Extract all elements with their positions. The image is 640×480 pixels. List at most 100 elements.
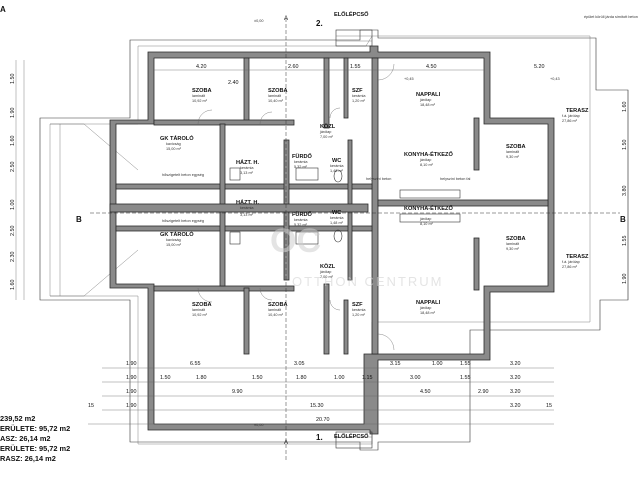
svg-text:kavicság: kavicság: [166, 238, 181, 242]
svg-text:FÜRDŐ: FÜRDŐ: [292, 153, 313, 160]
room-kozl-s: KÖZL járólap 7,00 m²: [319, 263, 336, 279]
svg-text:1.90: 1.90: [126, 361, 137, 367]
svg-text:laminált: laminált: [506, 242, 520, 246]
svg-text:1.00: 1.00: [10, 200, 16, 211]
svg-text:1.80: 1.80: [196, 375, 207, 381]
svg-text:18,48 m²: 18,48 m²: [420, 103, 436, 107]
svg-text:6.55: 6.55: [190, 361, 201, 367]
svg-text:2.50: 2.50: [10, 226, 16, 237]
svg-text:3.20: 3.20: [510, 361, 521, 367]
unit-number-top: 2.: [316, 19, 323, 28]
svg-text:WC: WC: [332, 158, 341, 164]
summary-line-1: 239,52 m2: [0, 414, 36, 423]
svg-text:járólap: járólap: [319, 270, 331, 274]
svg-text:3.80: 3.80: [622, 186, 628, 197]
svg-text:SZOBA: SZOBA: [192, 302, 212, 308]
svg-text:15,00 m²: 15,00 m²: [166, 147, 182, 151]
svg-text:15.30: 15.30: [310, 403, 324, 409]
section-b-right: B: [620, 215, 626, 224]
summary-line-4: ERÜLETE: 95,72 m2: [0, 444, 71, 453]
svg-text:10,40 m²: 10,40 m²: [268, 99, 284, 103]
svg-text:WC: WC: [332, 210, 341, 216]
svg-text:5,32 m²: 5,32 m²: [294, 165, 308, 169]
svg-text:1.90: 1.90: [126, 403, 137, 409]
room-konyha-s: KONYHA-ÉTKEZŐ járólap 8,10 m²: [404, 204, 453, 226]
svg-text:TERASZ: TERASZ: [566, 254, 589, 260]
svg-text:9,30 m²: 9,30 m²: [506, 247, 520, 251]
svg-text:3.00: 3.00: [410, 375, 421, 381]
level-plus-043: +0,43: [550, 77, 560, 81]
svg-text:1,48 m²: 1,48 m²: [330, 169, 344, 173]
section-a-top: A: [284, 16, 288, 22]
svg-text:SZOBA: SZOBA: [192, 88, 212, 94]
room-furdo-n: FÜRDŐ kerámia 5,32 m²: [292, 153, 313, 169]
svg-text:kerámia: kerámia: [330, 216, 344, 220]
svg-text:27,86 m²: 27,86 m²: [562, 119, 578, 123]
svg-text:járólap: járólap: [419, 158, 431, 162]
svg-text:1.90: 1.90: [126, 375, 137, 381]
room-szf-n: SZF kerámia 1,20 m²: [352, 88, 366, 103]
svg-text:20.70: 20.70: [316, 417, 330, 423]
svg-text:kerámia: kerámia: [352, 94, 366, 98]
summary-line-5: RASZ: 26,14 m2: [0, 454, 56, 463]
svg-text:3,13 m²: 3,13 m²: [240, 213, 254, 217]
svg-text:SZOBA: SZOBA: [506, 144, 526, 150]
svg-text:laminált: laminált: [192, 94, 206, 98]
svg-text:3.20: 3.20: [510, 403, 521, 409]
svg-text:GK TÁROLÓ: GK TÁROLÓ: [160, 134, 194, 142]
sidewalk-note: épület körüli járda simított beton: [584, 15, 638, 19]
sidewalk-outline: [39, 29, 629, 451]
svg-text:járólap: járólap: [419, 98, 431, 102]
svg-text:1.50: 1.50: [160, 375, 171, 381]
room-szoba-sw: SZOBA laminált 10,92 m²: [192, 302, 212, 317]
svg-text:1.00: 1.00: [432, 361, 443, 367]
svg-text:NAPPALI: NAPPALI: [416, 92, 441, 98]
summary-line-3: ASZ: 26,14 m2: [0, 434, 51, 443]
svg-text:1.00: 1.00: [334, 375, 345, 381]
svg-text:kerámia: kerámia: [294, 218, 308, 222]
svg-text:kavicság: kavicság: [166, 142, 181, 146]
svg-text:SZF: SZF: [352, 88, 363, 94]
svg-text:8,10 m²: 8,10 m²: [420, 222, 434, 226]
svg-text:3.20: 3.20: [510, 375, 521, 381]
room-furdo-s: FÜRDŐ kerámia 5,32 m²: [292, 211, 313, 227]
dims-top: 4.20 2.40 2.60 1.55 4.50 5.20: [154, 64, 545, 86]
svg-text:2.90: 2.90: [478, 389, 489, 395]
room-terasz-n: TERASZ f.á. járólap 27,86 m²: [562, 108, 589, 123]
svg-text:5.20: 5.20: [534, 64, 545, 70]
svg-text:SZF: SZF: [352, 302, 363, 308]
svg-text:1,20 m²: 1,20 m²: [352, 99, 366, 103]
svg-text:HÁZT. H.: HÁZT. H.: [236, 199, 259, 206]
corner-letter: A: [0, 5, 6, 14]
section-b-left: B: [76, 215, 82, 224]
svg-text:HÁZT. H.: HÁZT. H.: [236, 159, 259, 166]
room-szf-s: SZF kerámia 1,20 m²: [352, 302, 366, 317]
dims-left: 1.50 1.90 1.60 2.50 1.00 2.50 2.30 1.60: [10, 60, 25, 300]
svg-text:1.55: 1.55: [350, 64, 361, 70]
room-szoba-n2: SZOBA laminált 10,40 m²: [268, 88, 288, 103]
bath-fixtures: [229, 167, 461, 245]
room-kozl-n: KÖZL járólap 7,00 m²: [319, 123, 336, 139]
room-hazt-n: HÁZT. H. kerámia 3,13 m²: [236, 159, 259, 175]
svg-text:3,13 m²: 3,13 m²: [240, 171, 254, 175]
svg-text:1.60: 1.60: [10, 136, 16, 147]
level-plus-045: +0,45: [404, 77, 414, 81]
svg-text:5,32 m²: 5,32 m²: [294, 223, 308, 227]
svg-text:1,48 m²: 1,48 m²: [330, 221, 344, 225]
svg-text:8,10 m²: 8,10 m²: [420, 163, 434, 167]
center-note-1: helyszíni beton: [366, 177, 391, 181]
svg-text:1.80: 1.80: [296, 375, 307, 381]
svg-text:9,30 m²: 9,30 m²: [506, 155, 520, 159]
svg-text:4.50: 4.50: [420, 389, 431, 395]
svg-text:1.90: 1.90: [10, 108, 16, 119]
svg-text:1.55: 1.55: [622, 236, 628, 247]
svg-text:1.55: 1.55: [460, 375, 471, 381]
svg-text:1.15: 1.15: [362, 375, 373, 381]
door-swings: [197, 63, 395, 351]
room-hazt-s: HÁZT. H. kerámia 3,13 m²: [236, 199, 259, 217]
svg-text:2.40: 2.40: [228, 80, 239, 86]
svg-text:1,20 m²: 1,20 m²: [352, 313, 366, 317]
svg-text:kerámia: kerámia: [240, 206, 254, 210]
level-zero-bottom: ±0,00: [254, 423, 263, 427]
room-terasz-s: TERASZ f.á. járólap 27,86 m²: [562, 254, 589, 269]
